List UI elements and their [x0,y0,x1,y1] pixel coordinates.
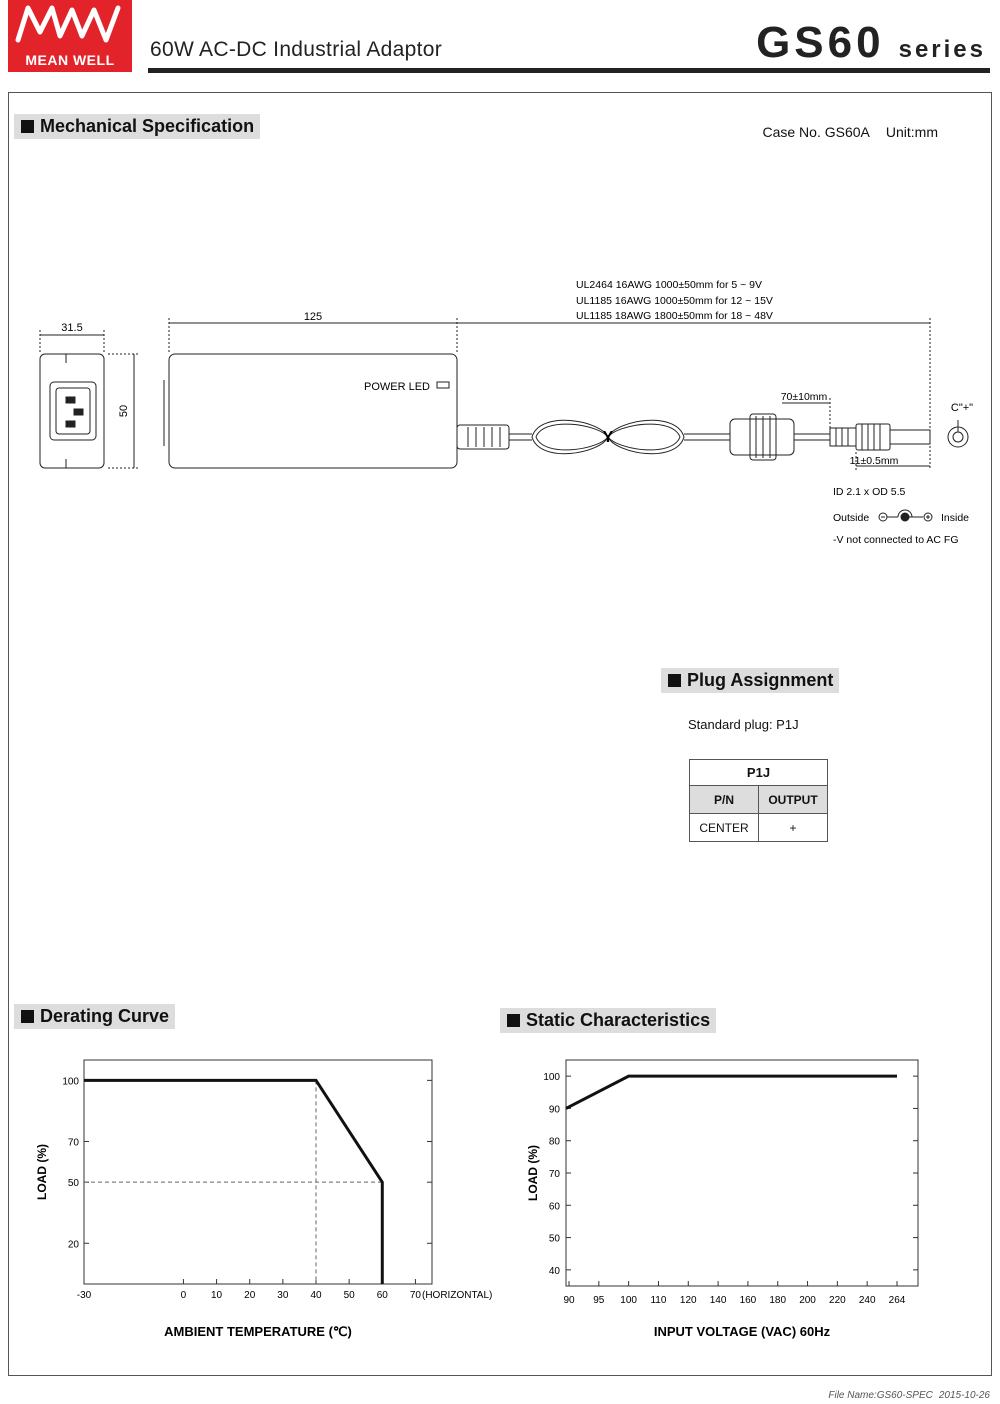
x-tick-label: 240 [859,1295,876,1306]
x-axis-label: AMBIENT TEMPERATURE (℃) [164,1324,352,1339]
x-tick-label: 50 [344,1290,356,1301]
plug-table-header-pn: P/N [689,785,759,814]
file-name: File Name:GS60-SPEC [828,1390,933,1401]
cable-spec-3: UL1185 18AWG 1800±50mm for 18 ~ 48V [576,310,773,322]
mechanical-drawing: 31.5 50 [39,279,973,546]
plug-table-header-output: OUTPUT [758,785,828,814]
y-tick-label: 50 [68,1178,80,1189]
x-tick-label: 95 [593,1295,605,1306]
y-tick-label: 20 [68,1239,80,1250]
polarity-note: -V not connected to AC FG [833,534,958,546]
y-axis-label: LOAD (%) [35,1144,49,1200]
y-tick-label: 80 [549,1137,561,1148]
x-tick-label: 220 [829,1295,846,1306]
plug-table-cell-pn: CENTER [689,813,759,842]
cable-spec-2: UL1185 16AWG 1000±50mm for 12 ~ 15V [576,295,773,307]
front-view [39,330,140,469]
model-name: GS60 [756,18,885,67]
x-tick-label: 264 [889,1295,906,1306]
dim-ferrite: 70±10mm [781,391,828,403]
mean-well-logo: MEAN WELL [8,0,132,72]
x-tick-label: 110 [650,1295,666,1306]
polarity-inside: Inside [941,512,969,524]
x-tick-label: 140 [710,1295,727,1306]
dim-length: 125 [304,311,322,323]
table-row: CENTER + [689,813,828,842]
footer: File Name:GS60-SPEC 2015-10-26 [828,1390,990,1401]
y-axis-label: LOAD (%) [526,1145,540,1201]
polarity-outside: Outside [833,512,869,524]
plug-table-cell-output: + [758,813,828,842]
mw-logo-mark [15,5,121,43]
plug-section-title: Plug Assignment [661,668,840,693]
content-frame [8,92,992,1376]
model-title: GS60 series [756,18,986,68]
unit-label: Unit:mm [885,124,938,140]
x-tick-label: 10 [211,1290,223,1301]
polarity-symbol [878,509,933,522]
y-tick-label: 70 [68,1137,80,1148]
static-line [565,1074,897,1110]
x-axis-label: INPUT VOLTAGE (VAC) 60Hz [654,1324,831,1339]
case-info: Case No. GS60A Unit:mm [762,124,938,140]
x-tick-label: 20 [244,1290,256,1301]
plug-center-label: C"+" [951,402,973,414]
x-tick-label: 0 [181,1290,187,1301]
y-tick-label: 90 [549,1104,561,1115]
product-title: 60W AC-DC Industrial Adaptor [150,38,443,61]
x-tick-label: -30 [77,1290,92,1301]
plug-table-caption: P1J [689,759,828,786]
static-section-title: Static Characteristics [500,1008,717,1033]
derating-section-title: Derating Curve [14,1004,176,1029]
plot-frame [565,1059,919,1287]
x-tick-label: 100 [620,1295,637,1306]
y-tick-label: 60 [549,1201,561,1212]
dim-width: 31.5 [61,322,82,334]
y-tick-label: 50 [549,1234,561,1245]
cable-spec-1: UL2464 16AWG 1000±50mm for 5 ~ 9V [576,279,762,291]
logo-text: MEAN WELL [25,52,115,68]
x-tick-label: 180 [769,1295,786,1306]
orientation-label: (HORIZONTAL) [422,1290,492,1301]
mechanical-section-title: Mechanical Specification [14,114,261,139]
x-tick-label: 90 [563,1295,575,1306]
header-rule [148,68,990,73]
plug-size: ID 2.1 x OD 5.5 [833,486,906,498]
derating-line [84,1078,384,1284]
dim-height: 50 [118,405,130,417]
y-tick-label: 100 [62,1076,79,1087]
x-tick-label: 160 [740,1295,757,1306]
footer-date: 2015-10-26 [938,1390,990,1401]
plot-frame [83,1059,433,1285]
x-tick-label: 30 [277,1290,289,1301]
y-tick-label: 70 [549,1169,561,1180]
power-led-label: POWER LED [364,381,430,393]
x-tick-label: 120 [680,1295,697,1306]
series-label: series [898,36,986,63]
x-tick-label: 60 [377,1290,389,1301]
y-tick-label: 100 [543,1072,560,1083]
standard-plug: Standard plug: P1J [688,717,799,732]
y-tick-label: 40 [549,1266,561,1277]
side-view [163,318,969,470]
derating-chart: -30 0 10 20 30 40 50 60 70 100 70 50 20 (HORIZONTAL) A… [35,1059,492,1339]
plug-table: P1J P/N OUTPUT CENTER + [689,759,828,842]
cable-tie-mark: Y [603,429,614,446]
x-tick-label: 40 [310,1290,322,1301]
x-tick-label: 200 [799,1295,816,1306]
x-tick-label: 70 [410,1290,422,1301]
static-chart: 90 95 100 110 120 140 160 180 200 220 240 264 100 90 8… [526,1059,919,1339]
case-number: Case No. GS60A [762,124,870,140]
dim-plug: 11±0.5mm [850,455,899,467]
